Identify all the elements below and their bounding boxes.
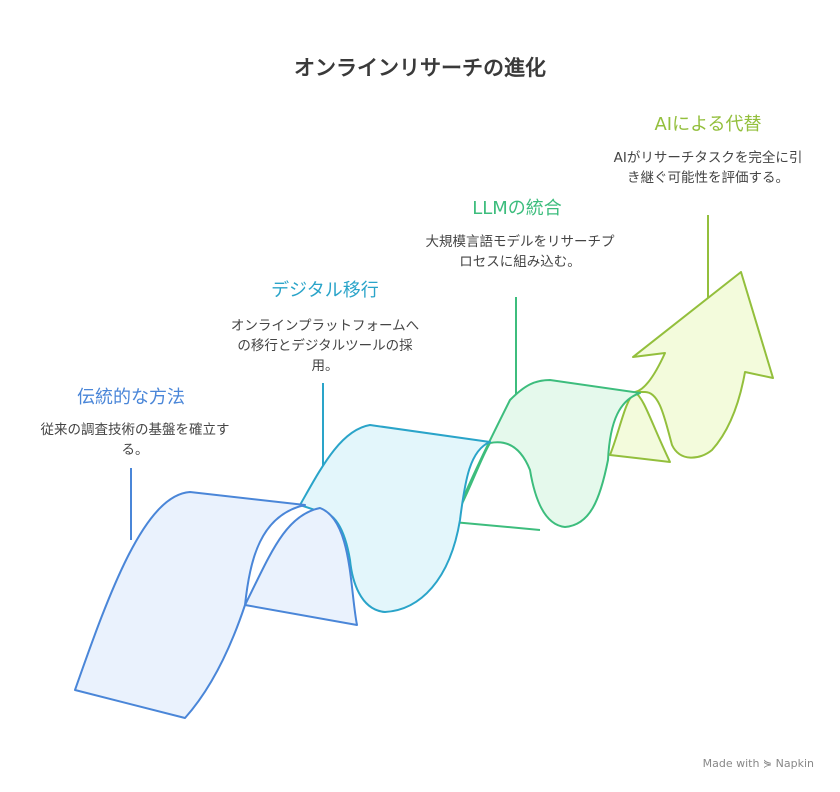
stage-2-description: オンラインプラットフォームへの移行とデジタルツールの採用。 [230,318,420,374]
stage-3-description: 大規模言語モデルをリサーチプロセスに組み込む。 [425,234,615,270]
stage-3-ribbon [452,379,641,531]
diagram-title: オンラインリサーチの進化 [294,56,546,80]
stage-2-ribbon [299,424,491,613]
stage-1-ribbon [74,491,358,719]
stage-3-heading: LLMの統合 [472,198,562,219]
stage-4-description: AIがリサーチタスクを完全に引き継ぐ可能性を評価する。 [613,150,803,186]
stage-2-heading: デジタル移行 [271,280,379,301]
stage-4-arrow [609,271,774,463]
stage-4-heading: AIによる代替 [654,114,762,135]
napkin-watermark: Made with ⋟ Napkin [702,757,814,770]
stage-1-description: 従来の調査技術の基盤を確立する。 [40,422,230,458]
stage-1-heading: 伝統的な方法 [77,387,185,408]
